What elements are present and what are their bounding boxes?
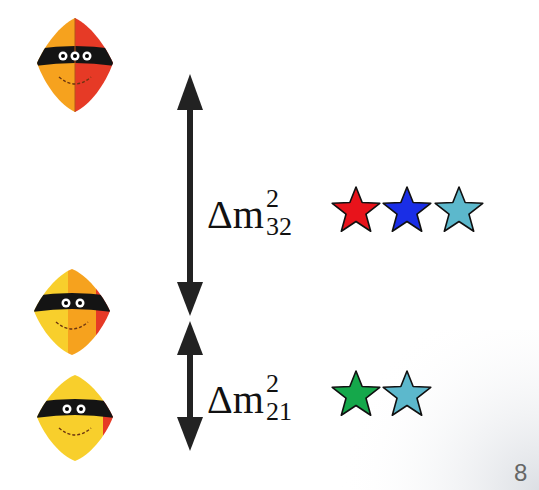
neutrino-toy	[35, 373, 119, 463]
double-arrow	[177, 74, 203, 316]
star-symbol	[332, 371, 380, 415]
subscript: 21	[266, 399, 292, 425]
star-symbol	[383, 371, 431, 415]
subscript: 32	[266, 214, 292, 240]
superscript: 2	[266, 186, 279, 212]
neutrino-toy	[32, 267, 116, 357]
mass-symbol: Δm	[207, 195, 264, 235]
mass-symbol: Δm	[207, 380, 264, 420]
page-number: 8	[514, 461, 527, 485]
star-symbol	[383, 187, 431, 231]
star-symbol	[332, 187, 380, 231]
superscript: 2	[266, 371, 279, 397]
star-symbol	[435, 187, 483, 231]
neutrino-toy	[35, 15, 115, 115]
double-arrow	[177, 321, 203, 451]
